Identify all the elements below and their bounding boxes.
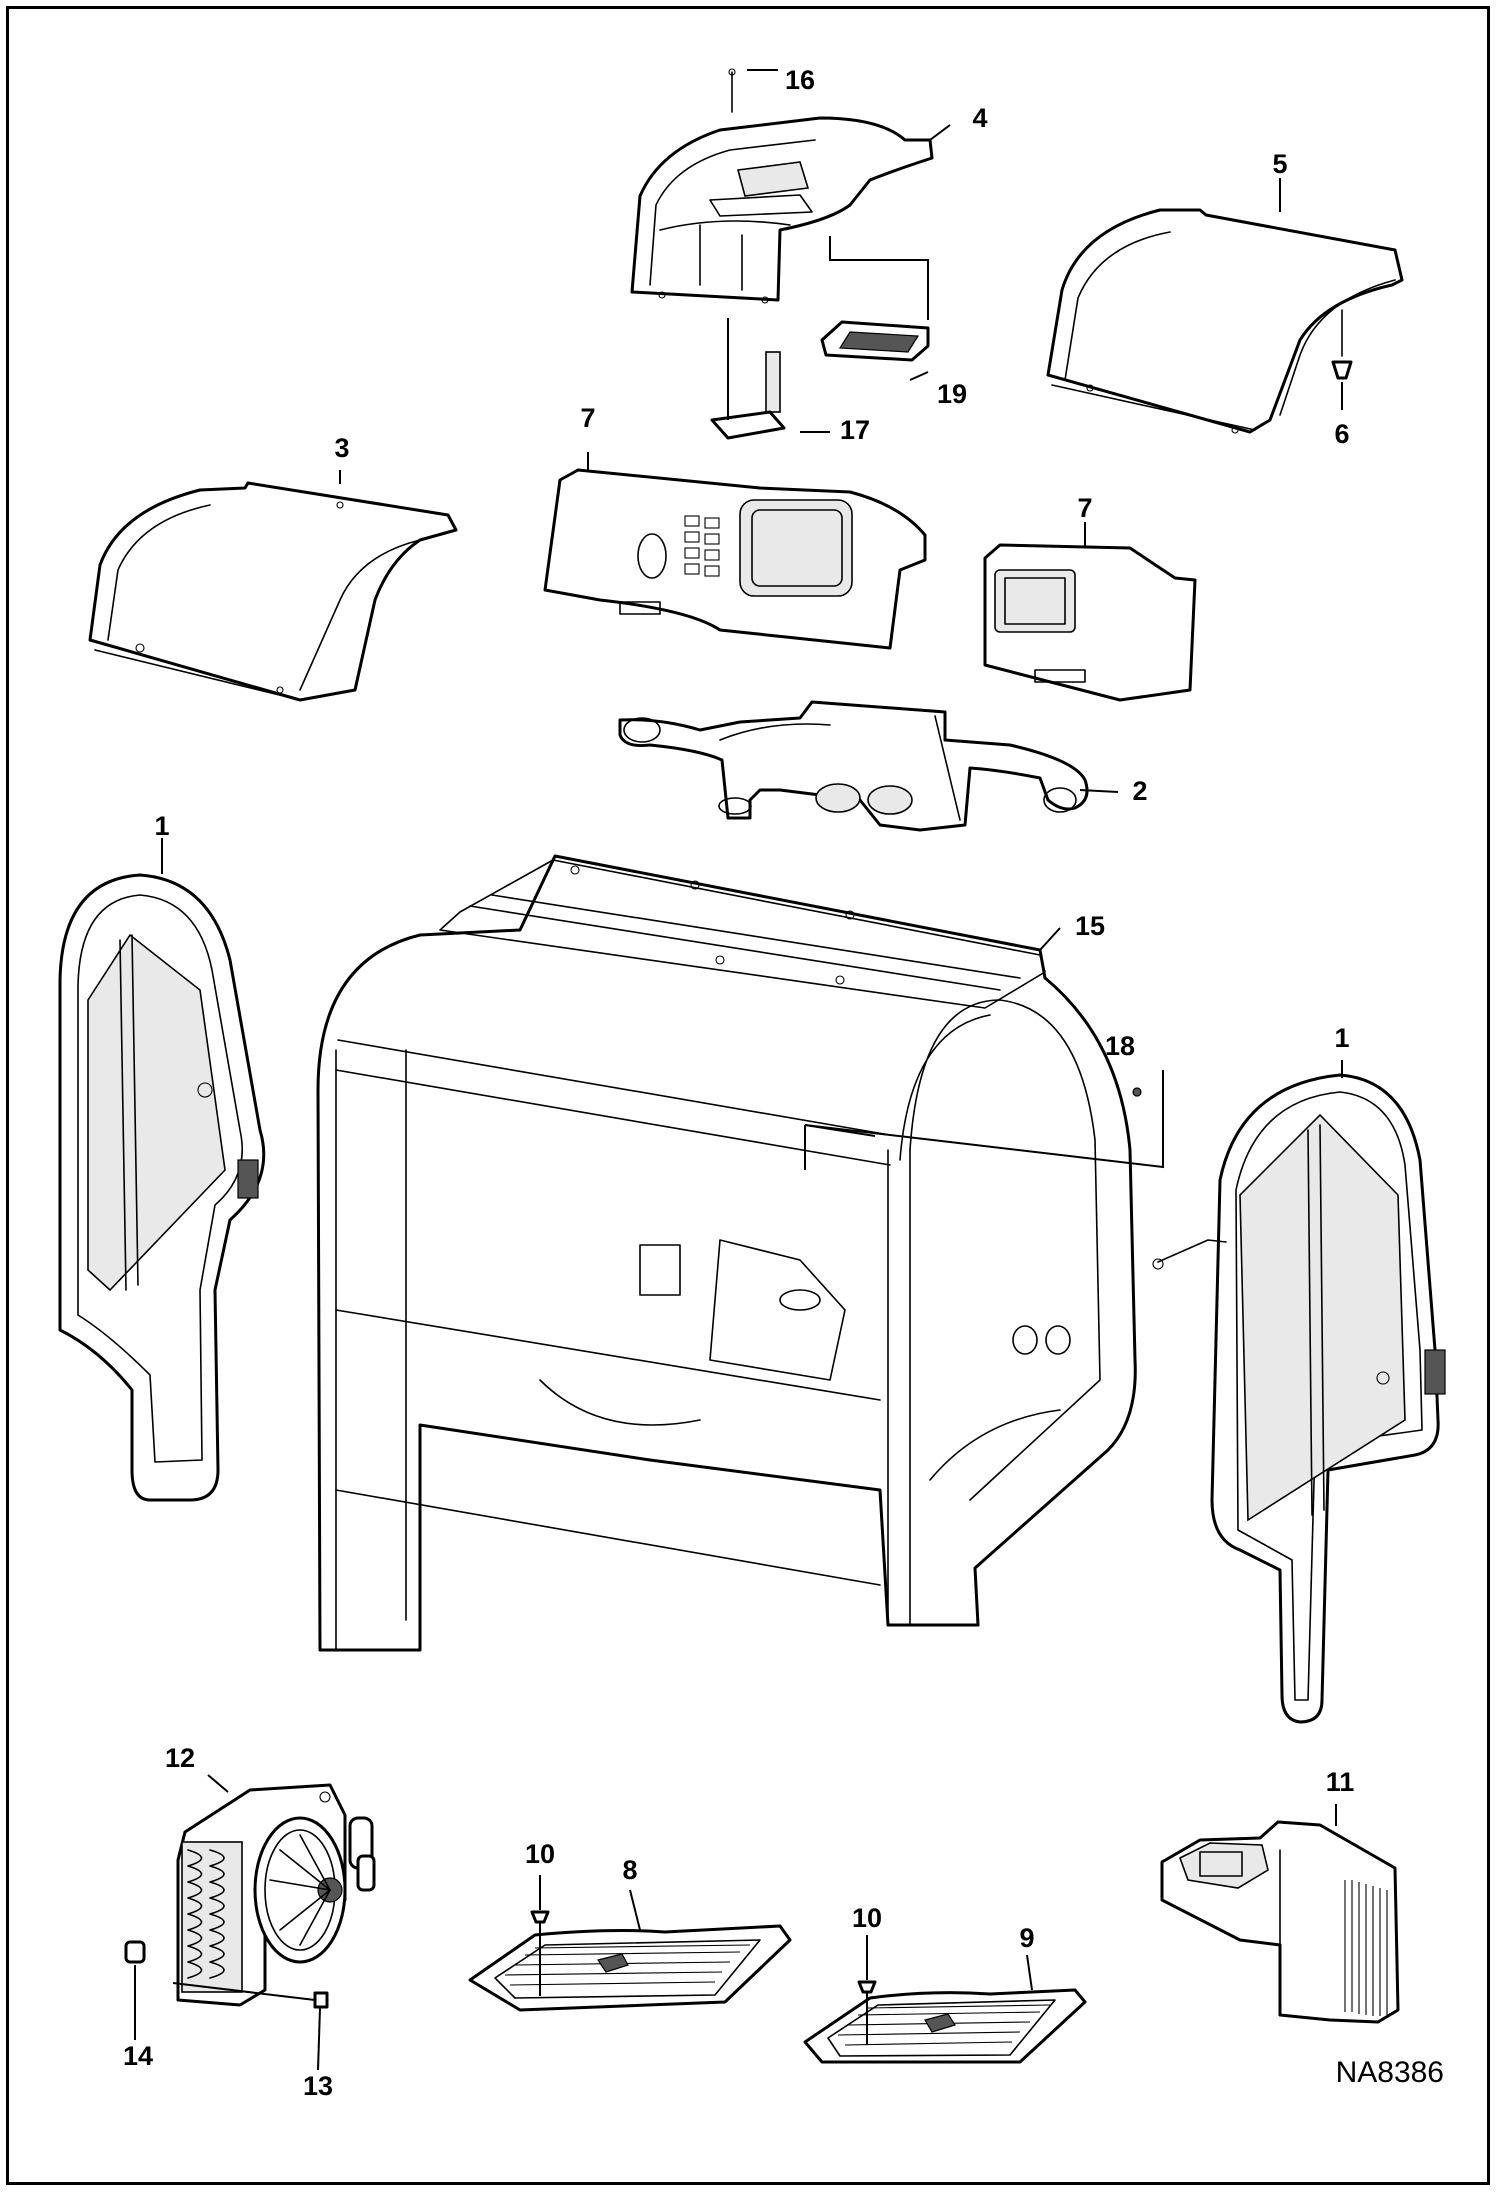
- callout-19: 19: [937, 379, 967, 409]
- callout-17: 17: [840, 415, 870, 445]
- callout-2: 2: [1132, 776, 1147, 806]
- callout-7-right: 7: [1077, 493, 1092, 523]
- panel-left-part: [543, 468, 927, 650]
- callout-10-left: 10: [525, 1839, 555, 1869]
- cover-right-part: [1046, 208, 1404, 434]
- mat-right-grooves: [837, 2004, 1051, 2046]
- callout-3: 3: [334, 433, 349, 463]
- bolt-13-part: [172, 1982, 329, 2009]
- callout-1-right: 1: [1334, 1023, 1349, 1053]
- keypad-buttons: [684, 515, 720, 577]
- callout-10-right: 10: [852, 1903, 882, 1933]
- callout-8: 8: [622, 1855, 637, 1885]
- screw-6-part: [1331, 309, 1353, 380]
- callout-18: 18: [1105, 1031, 1135, 1061]
- callout-15: 15: [1075, 911, 1105, 941]
- floor-mat-left-part: [468, 1924, 792, 2012]
- callout-1-left: 1: [154, 811, 169, 841]
- callout-11: 11: [1326, 1767, 1355, 1797]
- callout-4: 4: [972, 103, 987, 133]
- door-right-part: [1152, 1073, 1446, 1724]
- headliner-part: [630, 116, 934, 304]
- screw-10-left-part: [530, 1910, 550, 1996]
- callout-leaders: [134, 69, 1343, 2071]
- figure-reference-code: NA8386: [1335, 2056, 1444, 2089]
- duct-part: [618, 700, 1089, 832]
- panel-right-part: [983, 543, 1197, 702]
- heater-part: [1160, 1820, 1400, 2024]
- screw-16-part: [728, 68, 736, 113]
- cab-frame-part: [316, 854, 1137, 1652]
- callout-7-left: 7: [580, 403, 595, 433]
- screw-10-right-part: [857, 1980, 877, 2045]
- grille-part: [820, 236, 930, 362]
- fitting-14-part: [124, 1940, 146, 1964]
- bracket-17-part: [710, 318, 786, 440]
- door-left-part: [58, 873, 266, 1502]
- callout-12: 12: [165, 1743, 195, 1773]
- callout-6: 6: [1334, 419, 1349, 449]
- callout-14: 14: [123, 2041, 153, 2071]
- callout-9: 9: [1019, 1923, 1034, 1953]
- cover-left-part: [88, 481, 458, 702]
- condenser-part: [176, 1783, 376, 2007]
- nut-18-part: [804, 1070, 1164, 1170]
- callout-16: 16: [785, 65, 815, 95]
- callout-5: 5: [1272, 149, 1287, 179]
- callout-13: 13: [303, 2071, 333, 2101]
- drawing-border: [6, 6, 1490, 2185]
- callout-labels: 16 4 5 19 17 6 3 7 7 2 1 15 18 1 12 11 1…: [123, 65, 1354, 2101]
- heater-fins: [1344, 1880, 1388, 2016]
- floor-mat-right-part: [803, 1988, 1087, 2064]
